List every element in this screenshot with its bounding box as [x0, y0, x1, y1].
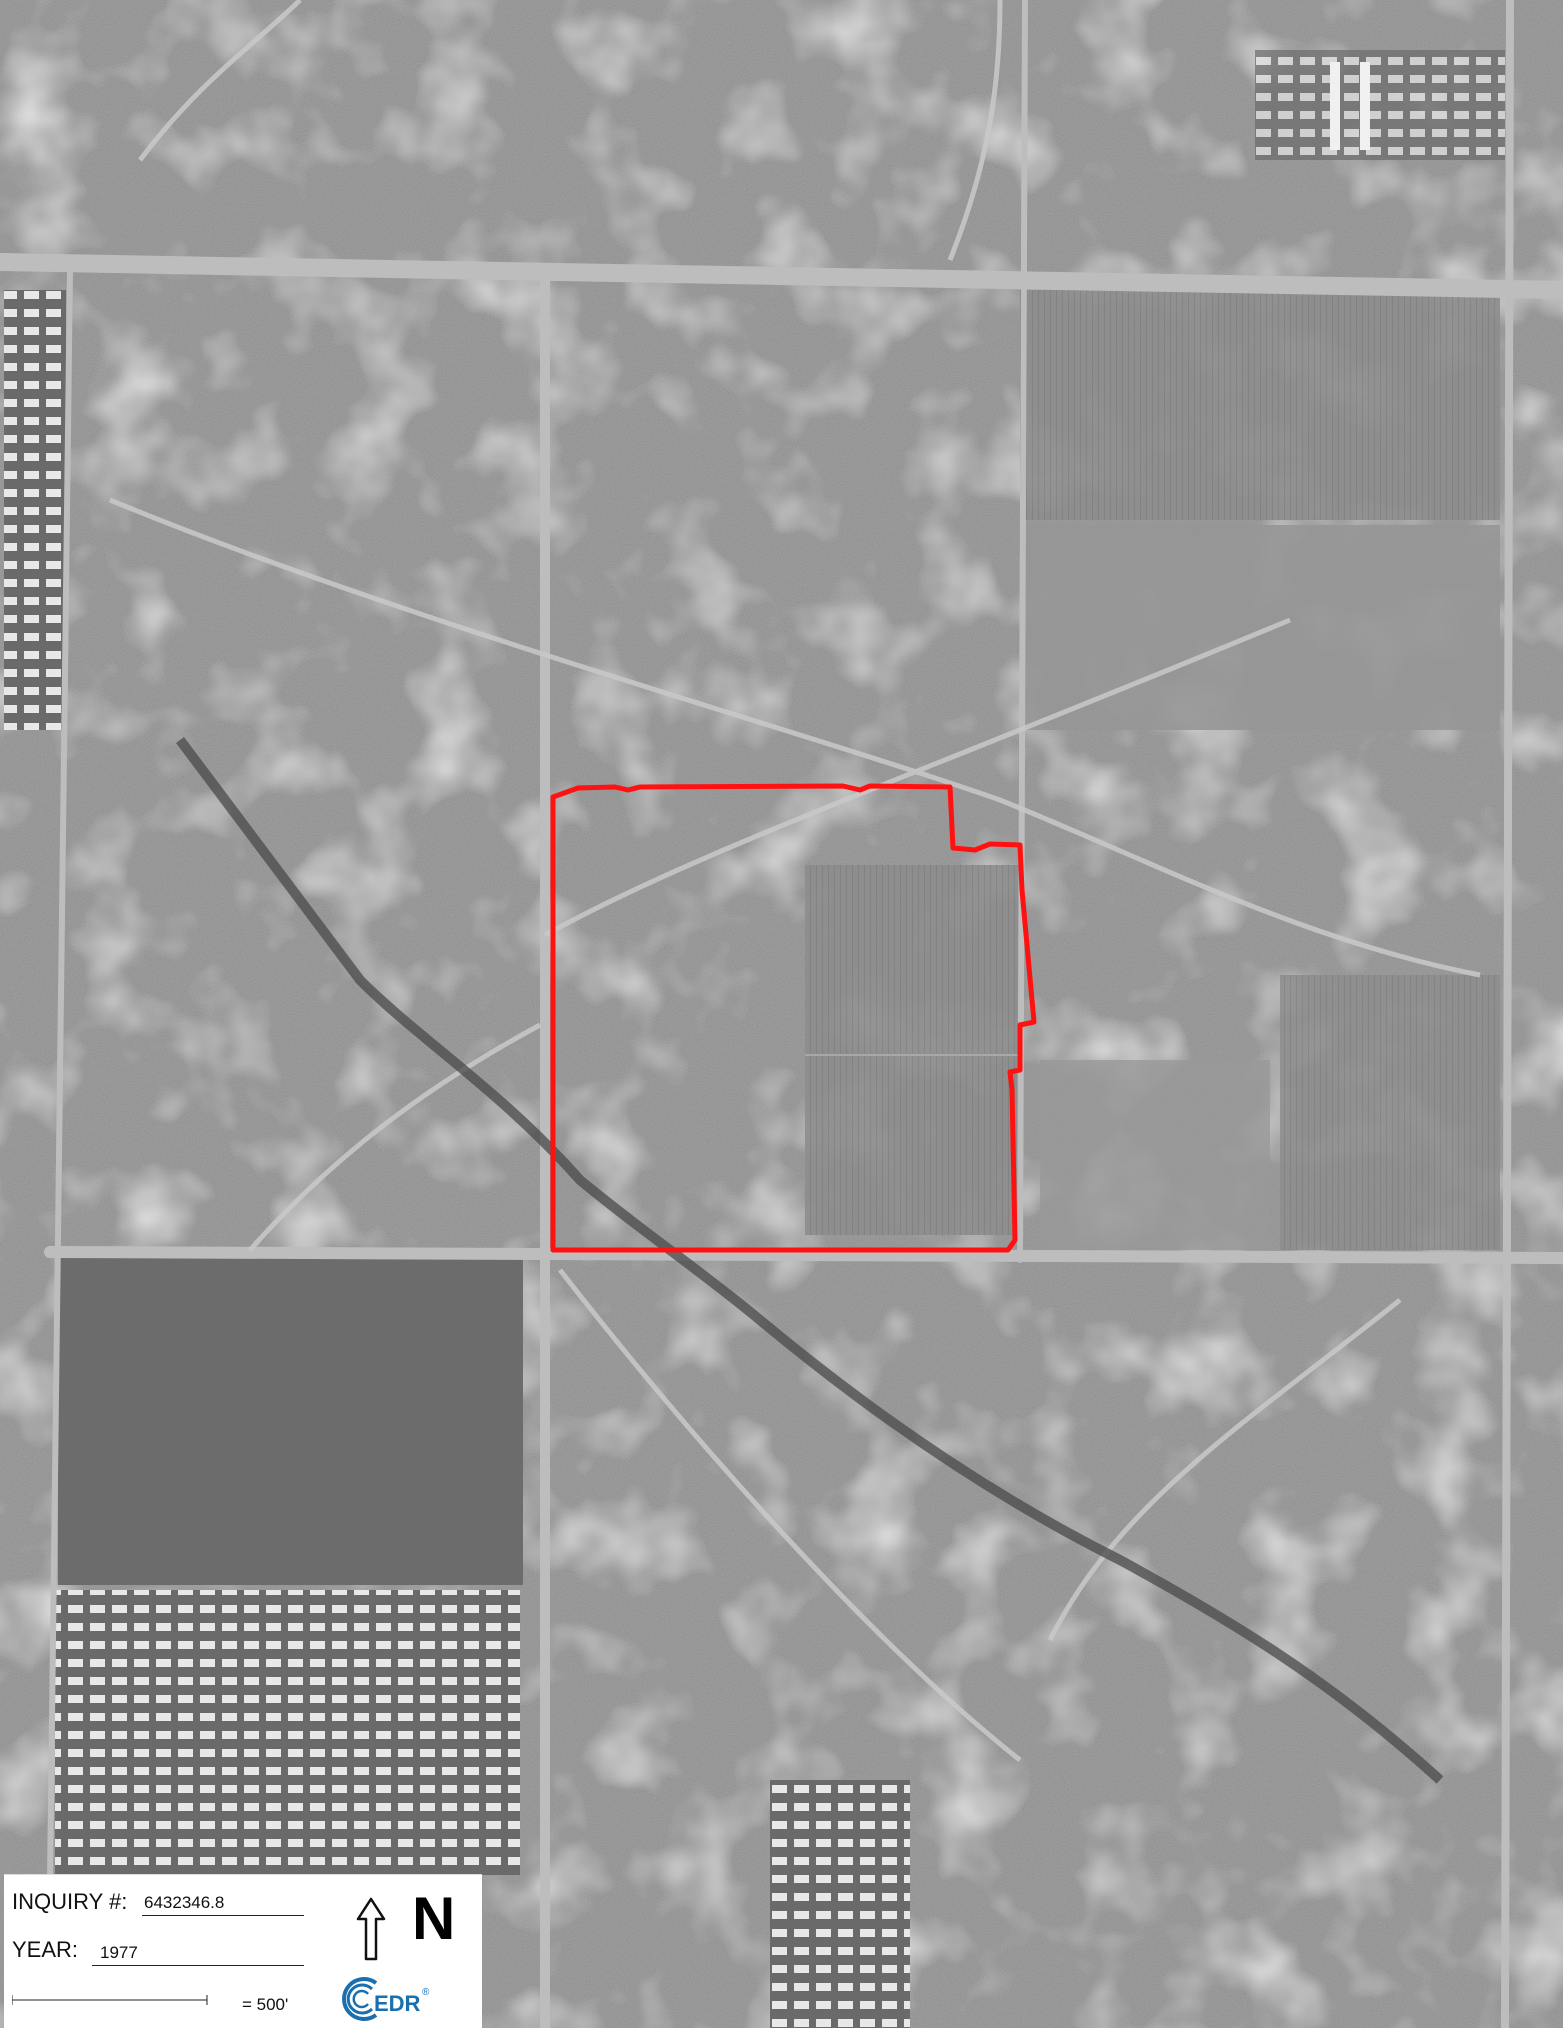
year-underline: [92, 1965, 304, 1966]
field-ne-upper: [1020, 290, 1500, 520]
track-diagonal-ne: [543, 617, 1291, 938]
inquiry-value: 6432346.8: [144, 1893, 225, 1912]
year-label: YEAR:: [12, 1937, 79, 1962]
field-se-small: [1040, 1060, 1270, 1250]
dirt-tracks: [109, 0, 1481, 1762]
road-west-ns: [47, 267, 73, 1883]
road-north-ew: [0, 253, 1563, 299]
park-south: [770, 1780, 910, 2028]
north-arrow-icon: [356, 1897, 386, 1961]
farm-north: [1255, 50, 1505, 160]
field-site-east: [805, 865, 1020, 1235]
track-sw-diag: [248, 1022, 542, 1252]
inquiry-label: INQUIRY #:: [12, 1889, 128, 1914]
mobile-home-parks: [4, 50, 1505, 2028]
drainage-wash: [176, 737, 1444, 1784]
track-south-1: [558, 1268, 1022, 1762]
field-east: [1280, 975, 1500, 1250]
fields: [58, 290, 1500, 1880]
barn-north-1: [1330, 62, 1340, 150]
park-west: [4, 290, 66, 730]
map-legend: INQUIRY #: 6432346.8 YEAR: 1977 = 500' N…: [4, 1874, 482, 2029]
edr-logo-registered: ®: [422, 1987, 430, 1998]
barn-north-2: [1360, 62, 1370, 150]
north-label: N: [412, 1885, 456, 1952]
field-sw-dark: [58, 1255, 523, 1585]
scale-bar: [12, 1995, 208, 2005]
year-value: 1977: [100, 1943, 138, 1962]
track-north-2: [947, 0, 1003, 261]
track-south-2: [1047, 1298, 1402, 1642]
road-east-ns: [1501, 0, 1514, 2028]
scale-text: = 500': [242, 1995, 289, 2014]
road-middle-ew: [44, 1246, 1563, 1264]
track-north-1: [138, 0, 302, 162]
inquiry-underline: [142, 1915, 304, 1916]
track-diagonal-nw: [109, 497, 1481, 978]
park-southwest: [55, 1590, 520, 1875]
edr-logo-icon: [342, 1977, 378, 2021]
site-boundary: [550, 783, 1037, 1253]
edr-logo-text: EDR: [374, 1991, 421, 2016]
